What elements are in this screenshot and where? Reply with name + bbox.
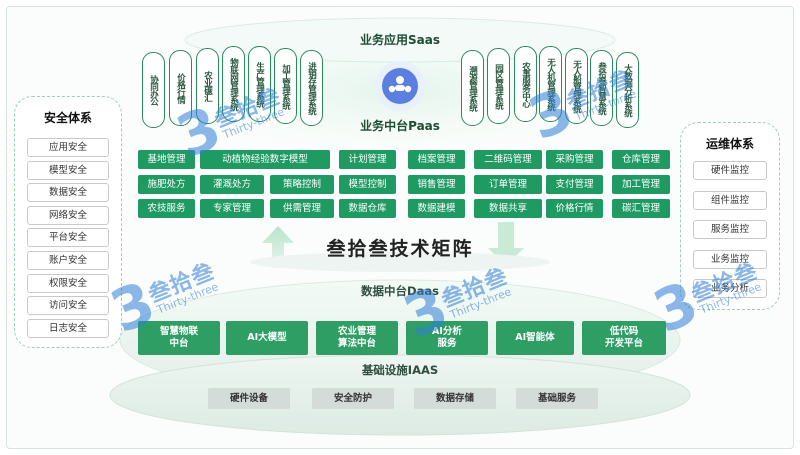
paas-cell: 支付管理 [546,175,603,194]
security-item: 模型安全 [27,160,109,180]
paas-cell: 策略控制 [270,175,334,194]
paas-cell: 供需管理 [270,199,334,218]
app-pill-label: 价格行情 [175,73,186,103]
app-pill-label: 加工管理系统 [280,63,291,109]
iaas-platform [109,354,691,436]
paas-cell: 价格行情 [546,199,603,218]
platform-people-icon [375,61,425,111]
iaas-box: 基础服务 [516,388,598,409]
app-pill: 溯源管理系统 [461,50,484,126]
paas-cell: 模型控制 [339,175,396,194]
matrix-shadow [250,252,550,272]
paas-cell: 基地管理 [138,150,195,169]
paas-cell: 数据建模 [408,199,465,218]
iaas-title: 基础设施IAAS [361,363,439,377]
app-pill: 农事服务中心 [514,46,537,122]
security-title: 安全体系 [43,111,92,125]
paas-cell: 数据共享 [474,199,542,218]
paas-cell: 灌溉处方 [200,175,264,194]
app-pill: 叁拾叁智慧系统 [590,50,613,126]
paas-cell: 加工管理 [612,175,670,194]
app-pill-label: 物联网管理系统 [228,57,239,111]
iaas-box: 硬件设备 [208,388,290,409]
paas-cell: 档案管理 [408,150,465,169]
app-pill: 协同办公 [142,52,165,128]
saas-title: 业务应用Saas [360,33,440,47]
paas-cell: 农技服务 [138,199,195,218]
ops-item: 业务监控 [693,249,767,269]
daas-title: 数据中台Daas [361,284,439,298]
app-pill: 加工管理系统 [274,48,297,124]
security-panel: 安全体系 应用安全模型安全数据安全网络安全平台安全账户安全权限安全访问安全日志安… [14,96,122,348]
ops-item: 服务监控 [693,220,767,239]
security-item: 访问安全 [27,296,109,316]
paas-cell: 采购管理 [546,150,603,169]
app-pill-label: 大数据分析系统 [622,63,633,117]
security-item: 网络安全 [27,205,109,225]
app-pill: 物联网管理系统 [222,46,245,122]
security-item: 平台安全 [27,228,109,248]
paas-cell: 动植物经验数字模型 [200,150,330,169]
ops-item: 业务分析 [693,279,767,298]
daas-box: AI大模型 [226,321,308,355]
app-pill-label: 无人机管理系统 [545,57,556,111]
paas-cell: 计划管理 [339,150,396,169]
daas-box: 低代码开发平台 [582,321,666,355]
app-pill-label: 农事服务中心 [520,61,531,107]
matrix-title: 叁拾叁技术矩阵 [326,238,474,260]
paas-cell: 施肥处方 [138,175,195,194]
paas-cell: 碳汇管理 [612,199,670,218]
security-item: 账户安全 [27,251,109,270]
app-pill-label: 园区管理系统 [493,63,504,109]
app-pill: 大数据分析系统 [616,52,639,128]
ops-panel: 运维体系 硬件监控组件监控服务监控业务监控业务分析 [680,122,780,310]
app-pill-label: 进销存管理系统 [306,61,317,115]
paas-cell: 仓库管理 [612,150,670,169]
paas-title: 业务中台Paas [360,119,440,133]
security-item: 权限安全 [27,273,109,293]
ops-item: 硬件监控 [693,161,767,180]
up-arrow [262,226,294,268]
daas-box: 智慧物联中台 [138,321,220,355]
app-pill-label: 农业碳汇 [202,71,213,101]
daas-box: AI分析服务 [406,321,488,355]
paas-cell: 专家管理 [200,199,264,218]
app-pill-label: 叁拾叁智慧系统 [596,61,607,115]
iaas-box: 数据存储 [414,388,496,409]
app-pill-label: 溯源管理系统 [467,65,478,111]
paas-cell: 订单管理 [474,175,542,194]
app-pill-label: 协同办公 [148,75,159,105]
iaas-box: 安全防护 [312,388,394,409]
app-pill: 无人机管理系统 [539,46,562,122]
app-pill-label: 生产管理系统 [254,61,265,107]
security-item: 数据安全 [27,183,109,203]
security-item: 应用安全 [27,138,109,157]
app-pill: 无人船管理系统 [565,48,588,124]
paas-cell: 二维码管理 [474,150,542,169]
daas-box: AI智能体 [496,321,574,355]
ops-title: 运维体系 [705,137,754,151]
daas-box: 农业管理算法中台 [316,321,398,355]
app-pill: 价格行情 [169,50,192,126]
paas-cell: 数据仓库 [339,199,396,218]
app-pill: 进销存管理系统 [300,50,323,126]
app-pill: 农业碳汇 [196,48,219,124]
app-pill: 生产管理系统 [248,46,271,122]
app-pill: 园区管理系统 [487,48,510,124]
paas-cell: 销售管理 [408,175,465,194]
security-item: 日志安全 [27,318,109,338]
app-pill-label: 无人船管理系统 [571,59,582,113]
ops-item: 组件监控 [693,190,767,210]
